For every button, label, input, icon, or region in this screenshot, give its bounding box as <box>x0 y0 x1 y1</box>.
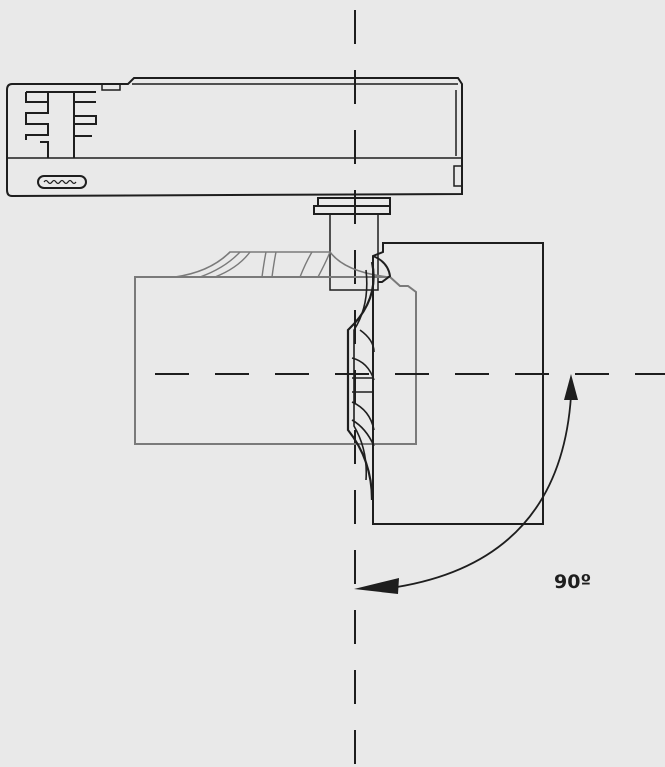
arrowhead-left-icon <box>354 578 399 594</box>
spot-head-rotated-position <box>134 251 417 445</box>
rotation-angle-label: 90º <box>554 571 591 593</box>
mounting-collar <box>313 197 391 291</box>
housing-slot <box>37 175 87 189</box>
spot-head-original-position <box>346 242 544 525</box>
connector-comb <box>25 91 97 158</box>
arrowhead-up-icon <box>564 374 578 400</box>
track-adapter-housing <box>6 77 463 198</box>
rotation-arc-arrow <box>354 374 578 594</box>
